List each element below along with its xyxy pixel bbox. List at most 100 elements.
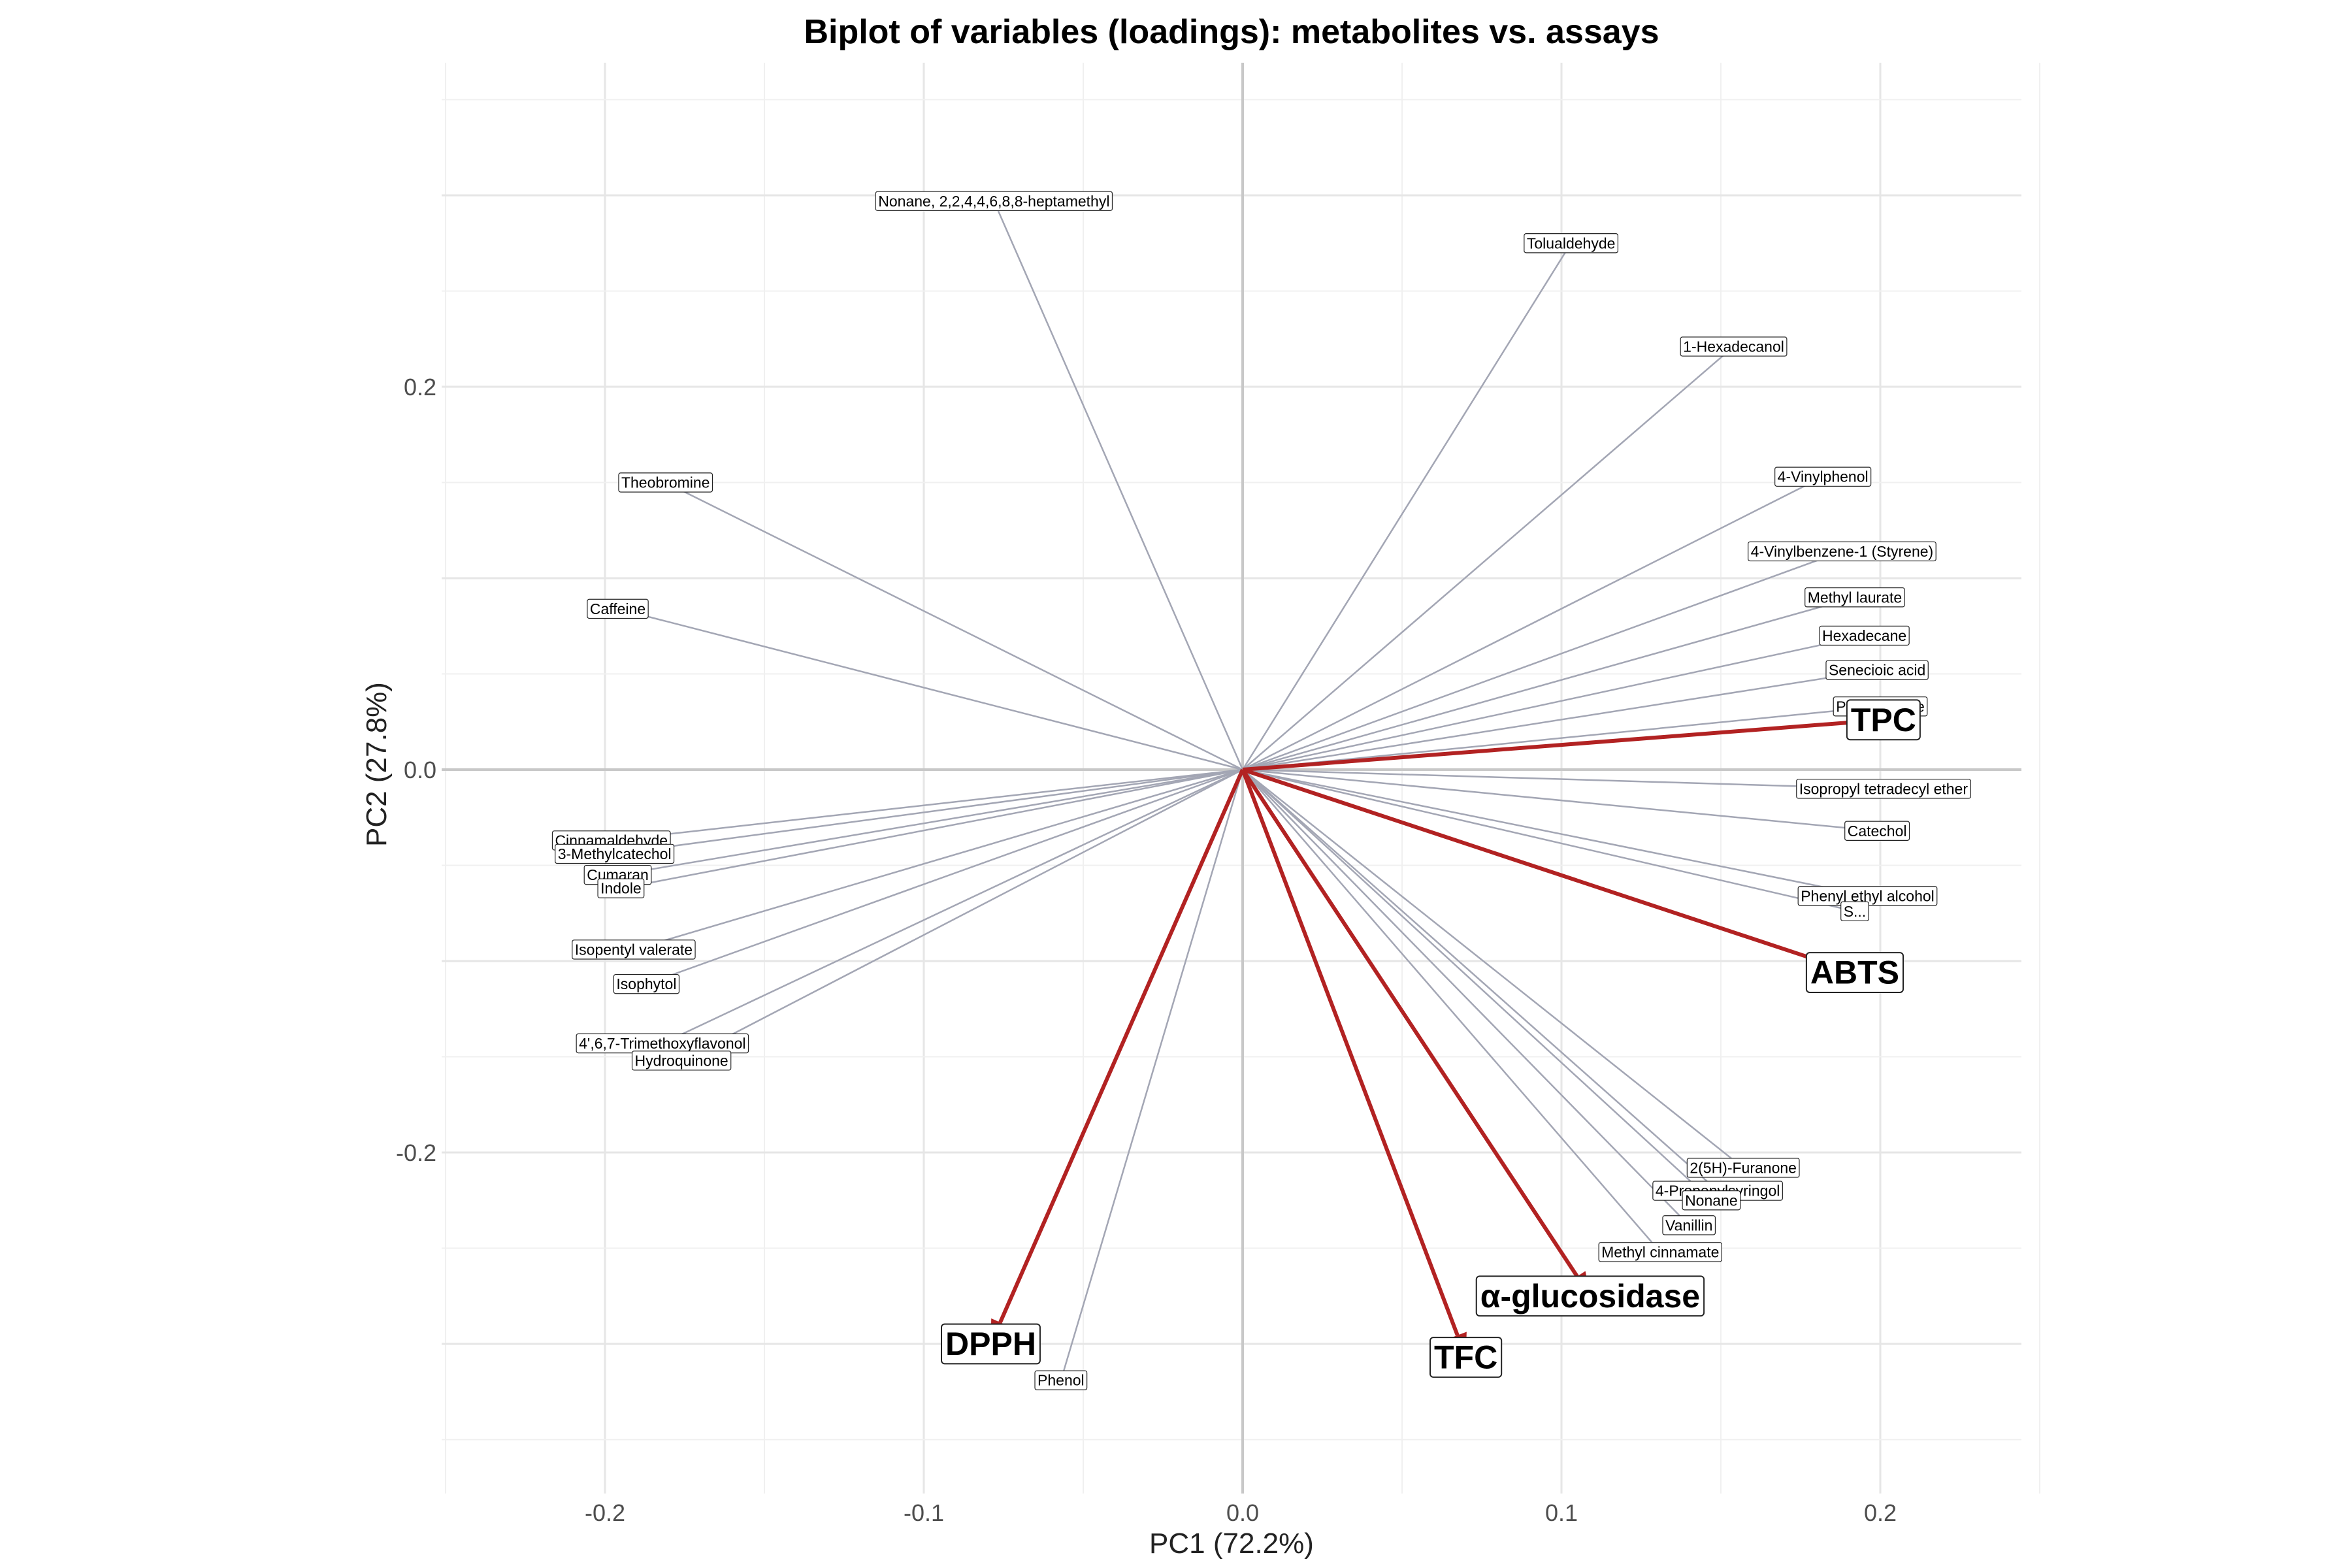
metabolite-label-box [1825,660,1929,680]
metabolite-arrow [1242,768,1884,792]
metabolite-arrow [632,768,1243,951]
metabolite-label-box [587,598,649,619]
metabolite-label-box [1662,1215,1716,1235]
metabolite-label-box [613,973,680,994]
metabolite-arrow [1242,476,1824,771]
metabolite-arrow [661,768,1243,1045]
metabolite-label: 4-Vinylphenol [1778,468,1869,485]
metabolite-label-box [1682,1190,1741,1211]
metabolite-label-group: Senecioic acid [1825,660,1929,680]
metabolite-label-group: Hydroquinone [631,1051,732,1071]
metabolite-label: Hexadecane [1822,627,1906,644]
assay-label-box [1429,1337,1503,1378]
assay-arrow [1242,768,1833,968]
metabolite-label-group: Tolualdehyde [1524,233,1619,253]
assay-label-box [1846,699,1921,741]
metabolite-label: Hydroquinone [635,1052,728,1069]
metabolite-arrow [993,200,1244,770]
metabolite-label-box [875,191,1113,211]
metabolite-label: Methyl cinnamate [1601,1243,1719,1260]
metabolite-arrow [664,482,1243,771]
assay-label: ABTS [1810,955,1899,991]
x-tick-label: 0.1 [1545,1499,1578,1526]
metabolite-label: Methyl laurate [1808,589,1902,606]
metabolite-arrows [610,200,1884,1381]
metabolite-arrow [1242,704,1881,771]
metabolite-arrow [1241,242,1572,770]
metabolite-label-group: Caffeine [587,598,649,619]
metabolite-label-group: S... [1840,901,1869,922]
metabolite-label-box [597,878,645,898]
metabolite-label: 3-Methylcatechol [558,845,672,862]
metabolite-arrow [1242,633,1865,771]
assay-label: α-glucosidase [1480,1278,1700,1315]
metabolite-label-box [1840,901,1869,922]
metabolite-label-group: 1-Hexadecanol [1680,336,1788,357]
x-tick-label: 0.2 [1864,1499,1897,1526]
assay-label-group: ABTS [1805,952,1904,993]
assay-label: TFC [1434,1339,1497,1376]
metabolite-arrow [620,768,1243,890]
metabolite-label-box [1748,541,1936,562]
assay-label-group: α-glucosidase [1475,1275,1705,1317]
chart-title: Biplot of variables (loadings): metaboli… [804,13,1659,51]
metabolite-label-box [618,472,713,493]
metabolite-label-box [572,939,696,960]
metabolite-label: 4',6,7-Trimethoxyflavonol [579,1035,745,1052]
metabolite-label-box [631,1051,732,1071]
metabolite-label-box [1796,779,1971,799]
metabolite-label-group: Isophytol [613,973,680,994]
metabolite-label-box [1844,821,1910,841]
variable-labels: Nonane, 2,2,4,4,6,8,8-heptamethylToluald… [551,191,1971,1390]
metabolite-arrow [1242,769,1712,1201]
metabolite-arrow [1242,768,1869,898]
metabolite-label: Caffeine [590,600,645,617]
metabolite-label-group: Vanillin [1662,1215,1716,1235]
metabolite-label: S... [1844,903,1867,920]
metabolite-label-group: Hexadecane [1819,625,1910,646]
x-tick-label: -0.1 [904,1499,944,1526]
metabolite-label-box [1524,233,1619,253]
metabolite-arrow [610,768,1243,843]
metabolite-arrow [1242,769,1690,1226]
metabolite-label-group: Isopropyl tetradecyl ether [1796,779,1971,799]
assay-label: DPPH [945,1326,1036,1362]
metabolite-label: 4-Vinylbenzene-1 (Styrene) [1751,543,1934,560]
metabolite-label: Tolualdehyde [1527,235,1616,252]
metabolite-label-group: Phenol [1034,1370,1088,1390]
y-tick-label: 0.2 [404,374,436,400]
metabolite-label: Theobromine [621,474,710,491]
metabolite-arrow [1242,346,1735,770]
y-tick-label: -0.2 [396,1139,436,1166]
metabolite-label: Phenol [1037,1372,1085,1389]
metabolite-label-box [1686,1158,1800,1178]
assay-arrow [1242,719,1861,772]
assay-label: TPC [1851,702,1916,738]
assay-label-group: TPC [1846,699,1921,741]
assay-label-box [1805,952,1904,993]
metabolite-label: 1-Hexadecanol [1683,338,1784,355]
zero-lines [442,63,2021,1494]
assay-label-group: DPPH [941,1323,1041,1365]
metabolite-arrow [613,768,1243,857]
metabolite-label-box [1034,1370,1088,1390]
metabolite-arrow [1242,595,1855,771]
metabolite-label-group: 2(5H)-Furanone [1686,1158,1800,1178]
metabolite-label-group: 4',6,7-Trimethoxyflavonol [576,1033,749,1054]
metabolite-label-group: 4-Vinylphenol [1774,466,1872,487]
assay-label-box [941,1323,1041,1365]
metabolite-label-group: Isopentyl valerate [572,939,696,960]
metabolite-label-group: Methyl cinnamate [1598,1242,1723,1262]
metabolite-label-group: Indole [597,878,645,898]
metabolite-label-box [1805,587,1905,608]
metabolite-label-group: Nonane [1682,1190,1741,1211]
metabolite-label-box [1680,336,1788,357]
metabolite-arrow [1242,550,1843,771]
metabolite-label-box [555,843,675,864]
metabolite-arrow [617,768,1243,877]
metabolite-arrow [681,768,1243,1062]
metabolite-label: Isopropyl tetradecyl ether [1799,780,1968,797]
assay-label-group: TFC [1429,1337,1503,1378]
